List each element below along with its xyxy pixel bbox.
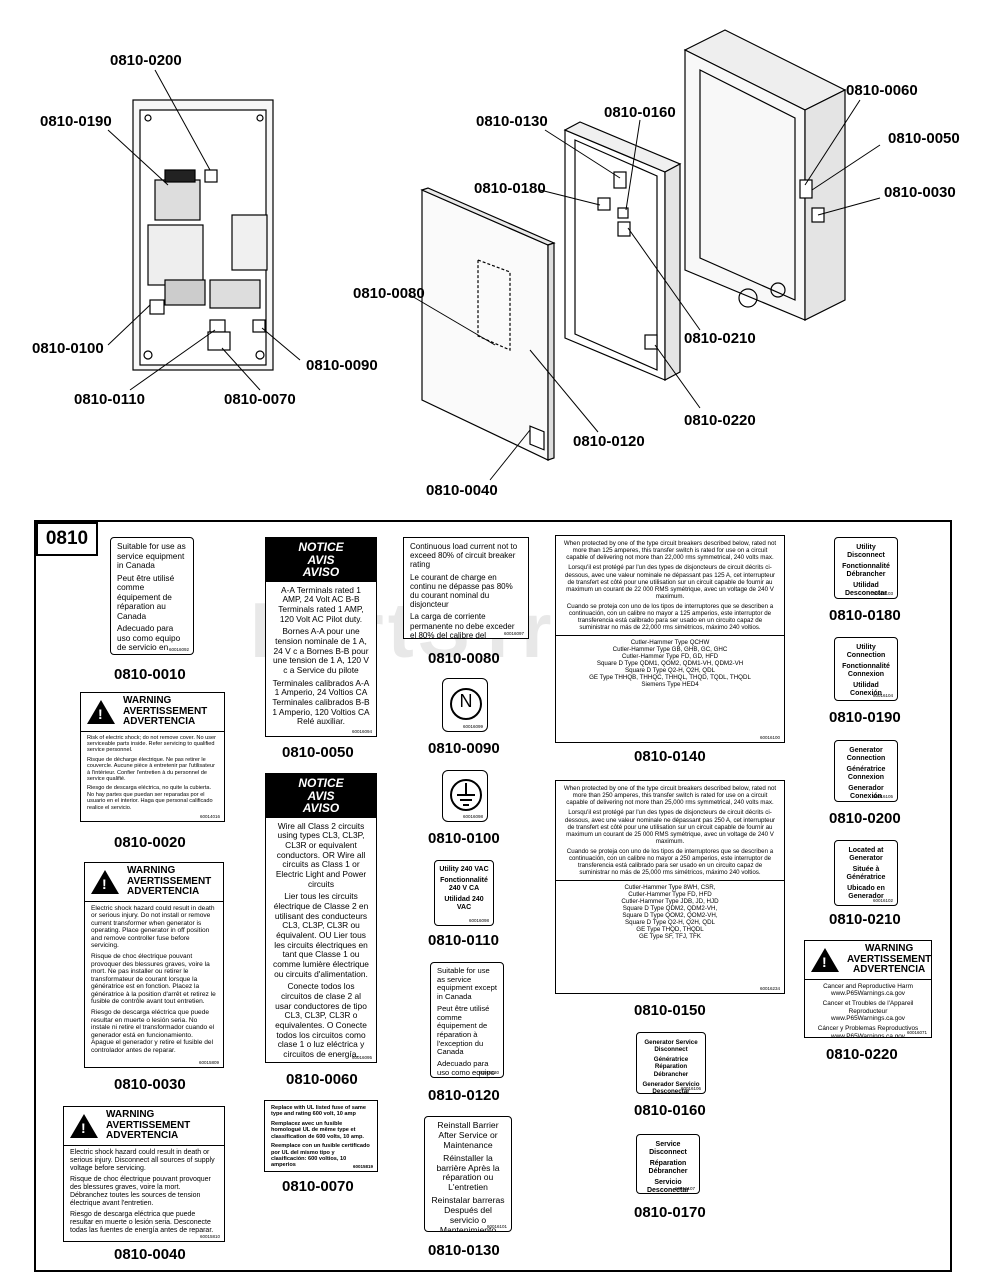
label-0810-0120: Suitable for use as service equipment ex…: [430, 962, 504, 1078]
part-number-0810-0150: 0810-0150: [634, 1002, 706, 1019]
part-number-0810-0070: 0810-0070: [282, 1178, 354, 1195]
label-0810-0010: Suitable for use as service equipment in…: [110, 537, 194, 655]
warning-triangle-icon: [70, 1113, 98, 1138]
part-number-0810-0200: 0810-0200: [829, 810, 901, 827]
part-number-0810-0130: 0810-0130: [428, 1242, 500, 1259]
callout-0810-0050: 0810-0050: [888, 130, 960, 147]
callout-0810-0130: 0810-0130: [476, 113, 548, 130]
ground-symbol-icon: [450, 779, 482, 811]
section-number: 0810: [36, 522, 98, 556]
callout-0810-0100: 0810-0100: [32, 340, 104, 357]
warning-triangle-icon: [87, 699, 115, 724]
enclosure-box: [683, 29, 847, 321]
label-0810-0130: Reinstall Barrier After Service or Maint…: [424, 1116, 512, 1232]
label-0810-0100: 60016098: [442, 770, 488, 822]
part-number-0810-0030: 0810-0030: [114, 1076, 186, 1093]
part-number-0810-0040: 0810-0040: [114, 1246, 186, 1263]
enclosure-cover: [420, 187, 556, 461]
part-number-0810-0210: 0810-0210: [829, 911, 901, 928]
part-number-0810-0220: 0810-0220: [826, 1046, 898, 1063]
part-number-0810-0120: 0810-0120: [428, 1087, 500, 1104]
part-number-0810-0010: 0810-0010: [114, 666, 186, 683]
label-kit-panel: [34, 520, 952, 1272]
part-number-0810-0180: 0810-0180: [829, 607, 901, 624]
warning-triangle-icon: [91, 869, 119, 894]
part-number-0810-0060: 0810-0060: [286, 1071, 358, 1088]
part-number-0810-0050: 0810-0050: [282, 744, 354, 761]
callout-0810-0210: 0810-0210: [684, 330, 756, 347]
part-number-0810-0100: 0810-0100: [428, 830, 500, 847]
label-0810-0140: When protected by one of the type circui…: [555, 535, 785, 743]
warning-triangle-icon: [811, 947, 839, 972]
breaker-list: Cutler-Hammer Type 8WH, CSR,Cutler-Hamme…: [556, 879, 784, 941]
exploded-diagram: [107, 29, 881, 481]
callout-0810-0120: 0810-0120: [573, 433, 645, 450]
part-number-0810-0160: 0810-0160: [634, 1102, 706, 1119]
part-number-0810-0110: 0810-0110: [428, 932, 499, 949]
part-number-0810-0170: 0810-0170: [634, 1204, 706, 1221]
callout-0810-0110: 0810-0110: [74, 391, 145, 408]
dead-front-barrier: [563, 121, 682, 381]
part-number-0810-0140: 0810-0140: [634, 748, 706, 765]
callout-0810-0030: 0810-0030: [884, 184, 956, 201]
label-0810-0090: N 60016099: [442, 678, 488, 732]
part-number-0810-0080: 0810-0080: [428, 650, 500, 667]
callout-0810-0180: 0810-0180: [474, 180, 546, 197]
part-number-0810-0020: 0810-0020: [114, 834, 186, 851]
transfer-switch-open-view: [132, 99, 274, 371]
leader-lines: [107, 69, 881, 481]
callout-0810-0090: 0810-0090: [306, 357, 378, 374]
part-number-0810-0090: 0810-0090: [428, 740, 500, 757]
callout-0810-0220: 0810-0220: [684, 412, 756, 429]
callout-0810-0160: 0810-0160: [604, 104, 676, 121]
label-0810-0150: When protected by one of the type circui…: [555, 780, 785, 994]
neutral-symbol-icon: [450, 688, 482, 720]
label-0810-0080: Continuous load current not to exceed 80…: [403, 537, 529, 639]
callout-0810-0040: 0810-0040: [426, 482, 498, 499]
part-number-0810-0190: 0810-0190: [829, 709, 901, 726]
label-0810-0070: Replace with UL listed fuse of same type…: [264, 1100, 378, 1172]
callout-0810-0060: 0810-0060: [846, 82, 918, 99]
callout-0810-0200: 0810-0200: [110, 52, 182, 69]
callout-0810-0190: 0810-0190: [40, 113, 112, 130]
callout-0810-0070: 0810-0070: [224, 391, 296, 408]
callout-0810-0080: 0810-0080: [353, 285, 425, 302]
